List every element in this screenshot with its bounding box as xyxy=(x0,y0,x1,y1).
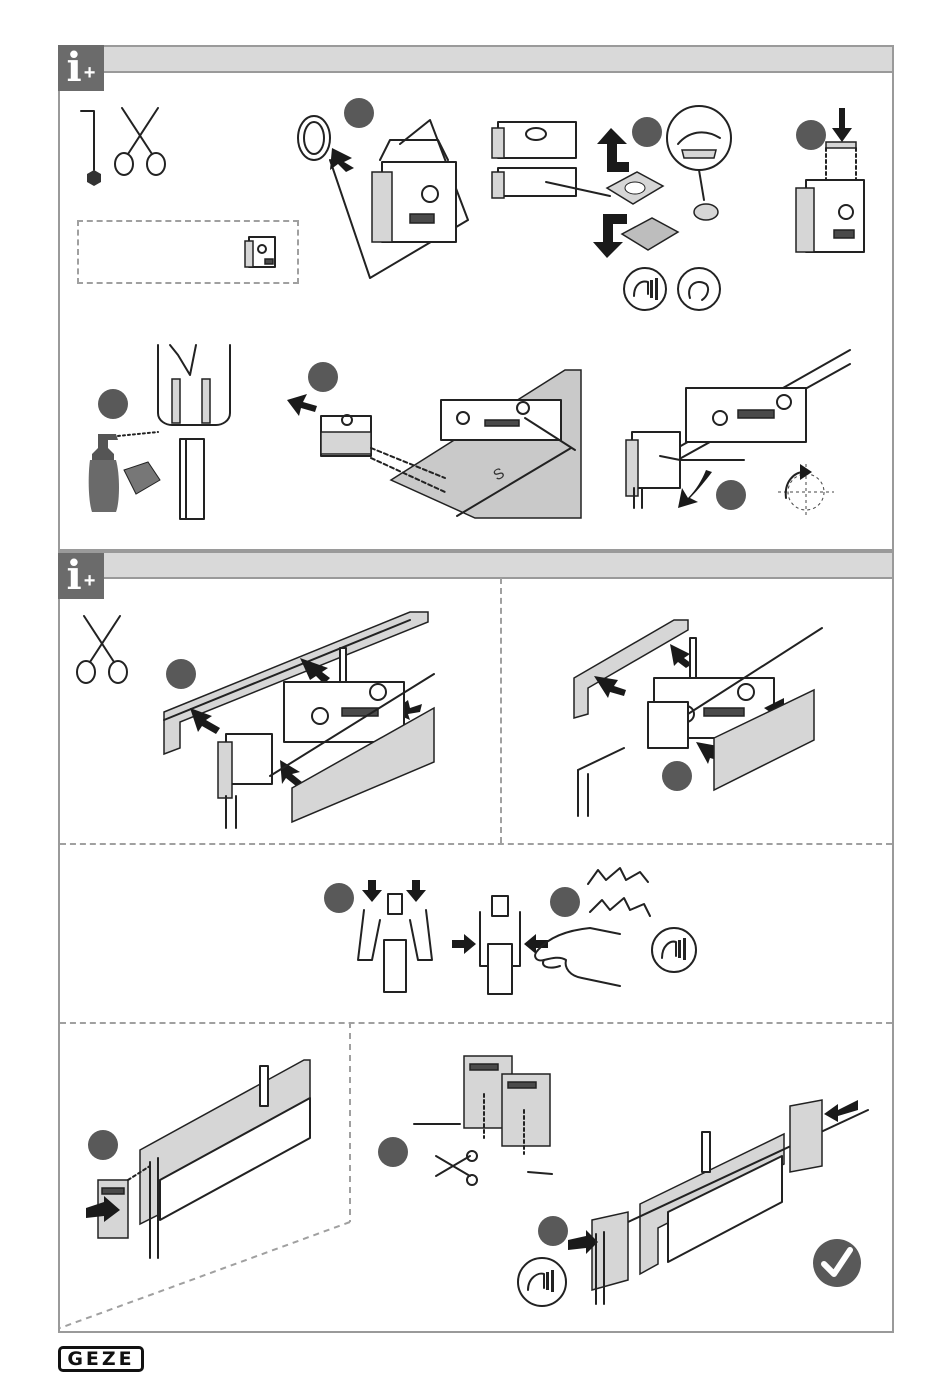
arrow-down-small-icon xyxy=(832,108,852,142)
rail-assembly-illustration-left xyxy=(160,612,440,828)
rail-assembly-illustration-right xyxy=(574,618,824,818)
step-marker xyxy=(538,1216,568,1246)
step-marker xyxy=(632,117,662,147)
press-thumb-icon xyxy=(622,266,668,312)
pad-upper xyxy=(605,168,665,208)
step-marker xyxy=(324,883,354,913)
section-1-header-bar xyxy=(60,47,892,73)
allen-key-icon xyxy=(78,108,108,188)
step-marker xyxy=(550,887,580,917)
clamp-open-illustration xyxy=(490,112,580,202)
divider-horizontal xyxy=(60,843,892,845)
snap-section-illustration-a xyxy=(354,880,436,994)
press-hand-illustration xyxy=(530,926,622,988)
geze-logo: GEZE xyxy=(58,1346,144,1372)
profile-section-illustration xyxy=(156,343,232,427)
checkmark-icon xyxy=(812,1238,862,1288)
info-plus-icon: i+ xyxy=(58,553,104,599)
clamp-glass-illustration xyxy=(790,140,870,260)
end-cap-left-illustration xyxy=(84,1058,314,1258)
clamp-thumbnail xyxy=(243,233,281,273)
rotate-clockwise-icon xyxy=(776,462,836,518)
press-thumb-icon xyxy=(516,1256,568,1308)
peel-backing-icon xyxy=(664,104,734,228)
step-marker xyxy=(98,389,128,419)
scissors-icon xyxy=(112,106,168,178)
scissors-icon xyxy=(74,614,130,686)
arrow-down-icon xyxy=(593,212,627,258)
glass-edge-illustration xyxy=(178,437,206,521)
glass-panel-illustration xyxy=(285,368,581,520)
step-marker xyxy=(378,1137,408,1167)
click-sound-icon xyxy=(586,866,654,922)
cloth-icon xyxy=(122,460,162,496)
press-fingers-icon xyxy=(676,266,722,312)
divider-vertical xyxy=(500,578,502,843)
info-plus-icon: i+ xyxy=(58,45,104,91)
press-thumb-icon xyxy=(650,926,698,974)
arrow-up-icon xyxy=(595,128,629,174)
scissors-small-icon xyxy=(434,1152,478,1190)
clamp-oring-illustration xyxy=(330,120,470,280)
section-2-header-bar xyxy=(60,553,892,579)
